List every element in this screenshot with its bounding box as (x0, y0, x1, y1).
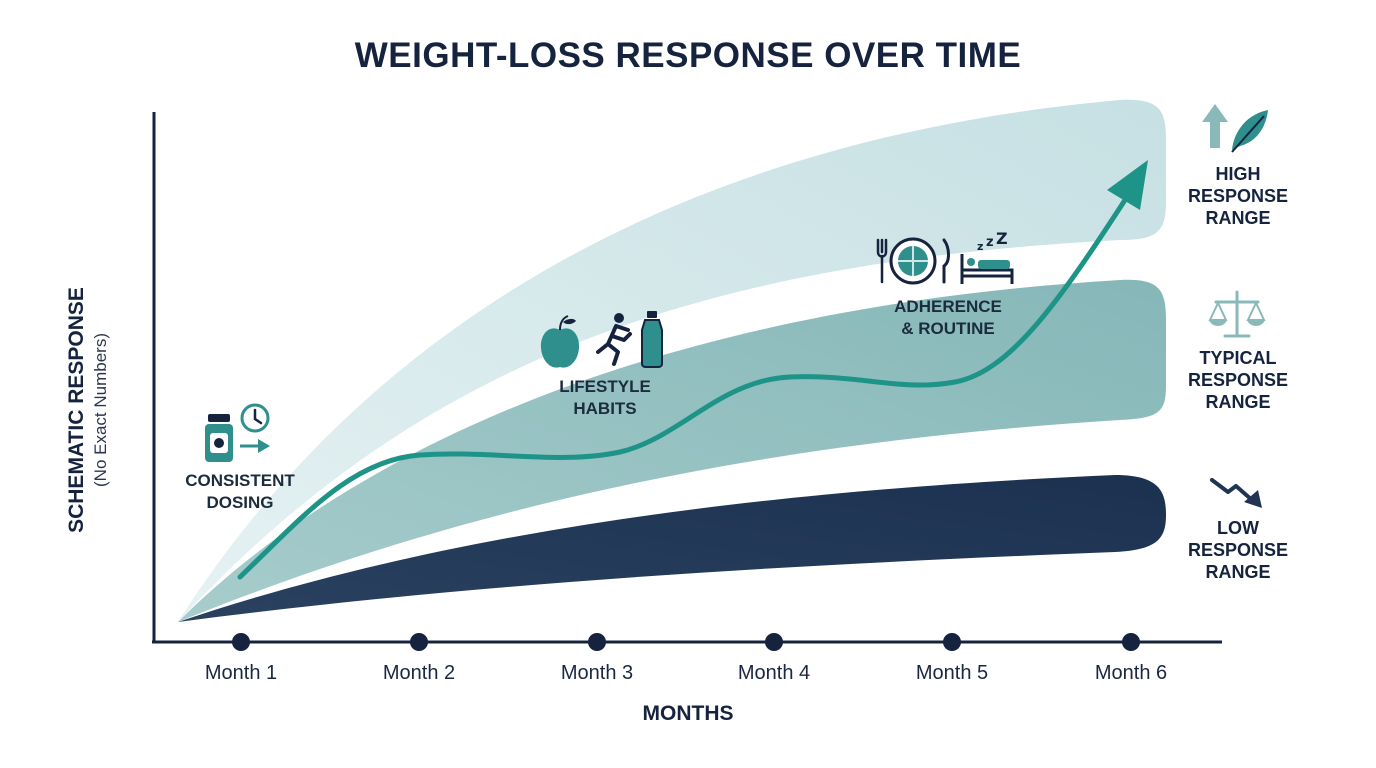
month-dot (1122, 633, 1140, 651)
clock-icon (240, 403, 270, 433)
x-tick-month-6: Month 6 (1094, 662, 1168, 684)
low-response-band (178, 475, 1166, 622)
band-label-line: TYPICAL (1199, 348, 1277, 368)
band-label-high: HIGH RESPONSE RANGE (1168, 163, 1308, 229)
band-label-line: RESPONSE (1187, 370, 1289, 390)
x-axis-label: MONTHS (642, 702, 734, 725)
month-dot (232, 633, 250, 651)
arrow-up-icon (1202, 104, 1228, 148)
feather-icon (1231, 110, 1268, 153)
annotation-consistent-dosing: CONSISTENT DOSING (165, 470, 315, 514)
plate-icon (889, 237, 937, 285)
month-dot (588, 633, 606, 651)
knife-icon (942, 238, 950, 284)
typical-response-band (178, 279, 1166, 622)
annotation-line: ADHERENCE (894, 297, 1002, 316)
annotation-line: LIFESTYLE (559, 377, 651, 396)
band-label-typical: TYPICAL RESPONSE RANGE (1168, 347, 1308, 413)
sleep-bed-icon: z z Z (960, 229, 1014, 284)
x-tick-month-5: Month 5 (915, 662, 989, 684)
y-axis-sublabel: (No Exact Numbers) (91, 333, 110, 487)
balance-scale-icon (1208, 290, 1266, 338)
x-tick-month-3: Month 3 (560, 662, 634, 684)
band-label-line: RANGE (1205, 562, 1271, 582)
svg-text:z: z (986, 235, 994, 250)
water-bottle-icon (641, 311, 663, 368)
x-tick-month-1: Month 1 (204, 662, 278, 684)
annotation-line: CONSISTENT (185, 471, 295, 490)
high-response-band (178, 99, 1166, 622)
month-dot (410, 633, 428, 651)
trend-down-icon (1210, 478, 1262, 508)
band-label-low: LOW RESPONSE RANGE (1168, 517, 1308, 583)
band-label-line: HIGH (1215, 164, 1261, 184)
band-label-line: LOW (1217, 518, 1259, 538)
band-label-line: RANGE (1205, 392, 1271, 412)
annotation-line: DOSING (206, 493, 274, 512)
annotation-lifestyle-habits: LIFESTYLE HABITS (530, 376, 680, 420)
svg-text:z: z (977, 240, 983, 253)
fork-icon (876, 238, 888, 284)
annotation-line: HABITS (573, 399, 637, 418)
chart-title: WEIGHT-LOSS RESPONSE OVER TIME (354, 36, 1022, 75)
apple-icon (540, 315, 580, 368)
x-tick-month-4: Month 4 (737, 662, 811, 684)
response-arrow-head (1107, 160, 1148, 210)
month-dot (765, 633, 783, 651)
svg-text:Z: Z (996, 229, 1008, 248)
band-label-line: RANGE (1205, 208, 1271, 228)
y-axis-label-group: SCHEMATIC RESPONSE (No Exact Numbers) (28, 200, 148, 620)
y-axis-label: SCHEMATIC RESPONSE (65, 287, 88, 533)
band-label-line: RESPONSE (1187, 540, 1289, 560)
annotation-adherence-routine: ADHERENCE & ROUTINE (868, 296, 1028, 340)
runner-icon (596, 313, 632, 366)
response-path-line (237, 197, 1128, 580)
x-tick-month-2: Month 2 (382, 662, 456, 684)
pill-bottle-icon (205, 414, 233, 462)
month-dot (943, 633, 961, 651)
annotation-line: & ROUTINE (901, 319, 995, 338)
band-label-line: RESPONSE (1187, 186, 1289, 206)
arrow-right-icon (240, 439, 270, 453)
